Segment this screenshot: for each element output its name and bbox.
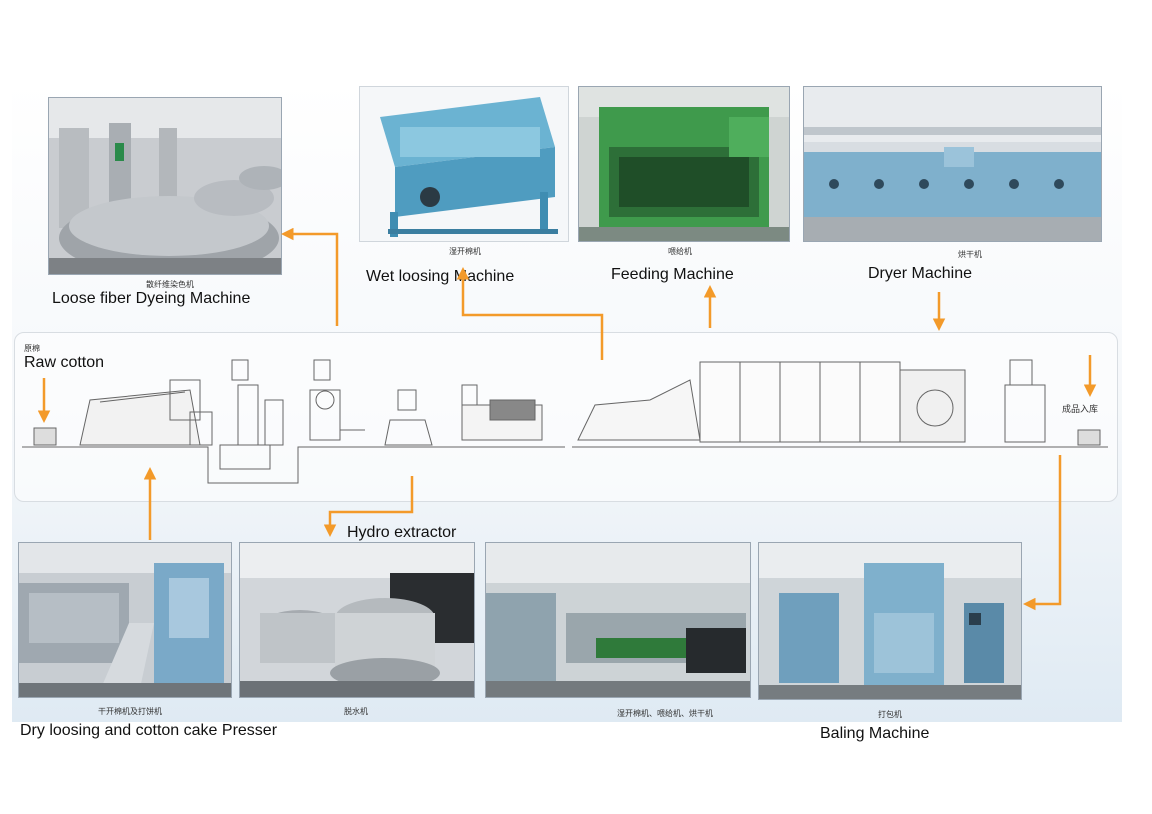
caption-cn-wet-line: 湿开棉机、喂给机、烘干机 xyxy=(617,709,713,718)
label-cn-finished-storage: 成品入库 xyxy=(1062,405,1099,415)
photo-dryer-machine xyxy=(803,86,1102,242)
caption-cn-dry-loosing: 干开棉机及打饼机 xyxy=(98,707,162,716)
photo-hydro-extractor xyxy=(239,542,475,698)
caption-en-dyeing: Loose fiber Dyeing Machine xyxy=(52,290,251,307)
caption-cn-wet-loosing: 湿开棉机 xyxy=(449,247,481,256)
caption-en-baling: Baling Machine xyxy=(820,725,930,742)
photo-dyeing-machine xyxy=(48,97,282,275)
photo-wet-loosing-machine xyxy=(359,86,569,242)
photo-baling-machine xyxy=(758,542,1022,700)
caption-cn-feeding: 喂给机 xyxy=(668,247,692,256)
label-hydro-extractor: Hydro extractor xyxy=(347,524,457,541)
caption-cn-baling: 打包机 xyxy=(878,710,902,719)
caption-en-feeding: Feeding Machine xyxy=(611,266,734,283)
photo-feeding-machine xyxy=(578,86,790,242)
label-raw-cotton: Raw cotton xyxy=(24,354,105,371)
caption-cn-dryer: 烘干机 xyxy=(958,250,982,259)
arrow-to-dyeing-machine xyxy=(281,227,339,326)
photo-wet-line-overview xyxy=(485,542,751,698)
caption-cn-hydro: 脱水机 xyxy=(344,707,368,716)
arrow-to-baling-machine xyxy=(1023,455,1062,611)
caption-cn-dyeing: 散纤维染色机 xyxy=(146,280,194,289)
label-cn-raw-cotton: 原棉 xyxy=(24,344,40,353)
arrow-to-hydro-extractor xyxy=(323,476,414,537)
caption-en-dryer: Dryer Machine xyxy=(868,265,973,282)
caption-en-dry-loosing: Dry loosing and cotton cake Presser xyxy=(20,722,278,739)
photo-dry-loosing-presser xyxy=(18,542,232,698)
arrow-to-wet-loosing xyxy=(456,267,604,360)
caption-en-wet-loosing: Wet loosing Machine xyxy=(366,268,515,285)
